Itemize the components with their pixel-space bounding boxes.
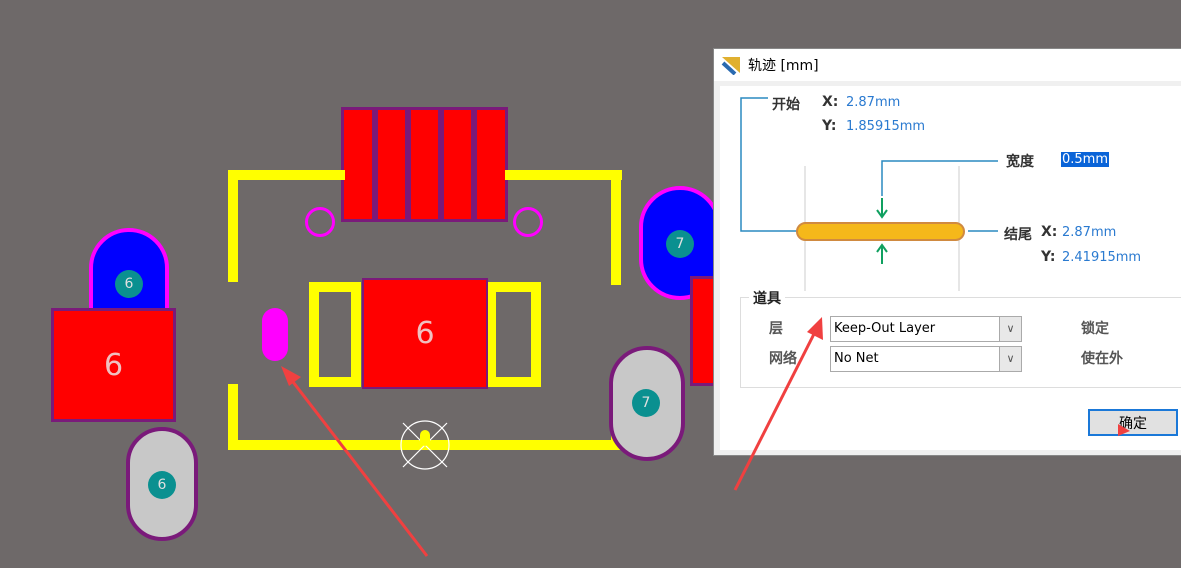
square-pad[interactable] [51,308,176,422]
end-y-label: Y: [1041,249,1056,265]
pcb-canvas[interactable]: 6 6 6 6 7 7 [0,0,721,568]
pad-hole-label: 6 [148,471,176,499]
start-label: 开始 [772,97,800,113]
gray-pad[interactable] [609,346,685,461]
start-y-value[interactable]: 1.85915mm [846,119,926,134]
end-x-label: X: [1041,224,1058,240]
pad[interactable] [378,110,405,219]
origin-crosshair-icon [400,420,450,470]
pad[interactable] [344,110,372,219]
net-label: 网络 [769,351,797,367]
pad-hole-label: 7 [632,389,660,417]
silkscreen-rect [309,282,361,387]
end-y-value[interactable]: 2.41915mm [1062,250,1142,265]
lock-label: 锁定 [1081,321,1109,337]
pad[interactable] [411,110,438,219]
silkscreen-line [228,170,238,282]
layer-label: 层 [769,321,783,337]
silkscreen-line [505,170,622,180]
silkscreen-line [611,170,621,285]
connector-pads [341,107,508,222]
mounting-hole[interactable] [513,207,543,237]
pad-label: 6 [103,347,124,383]
dialog-titlebar[interactable]: 轨迹 [mm] [714,49,1181,81]
dialog-panel: 开始 X: 2.87mm Y: 1.85915mm 宽度 0.5mm 结尾 X:… [720,86,1181,450]
ok-button[interactable]: 确定 [1088,409,1178,436]
track-diagram [740,97,998,291]
chevron-down-icon[interactable]: ∨ [999,317,1021,341]
silkscreen-line [228,384,238,450]
keepout-label: 使在外 [1081,351,1123,367]
net-select[interactable]: No Net ∨ [830,346,1022,372]
pad-hole-label: 6 [115,270,143,298]
start-x-label: X: [822,94,839,110]
start-x-value[interactable]: 2.87mm [846,95,901,110]
properties-group [740,297,1181,388]
pad-label: 6 [415,316,435,351]
silkscreen-line [228,170,345,180]
end-label: 结尾 [1004,227,1032,243]
keepout-track[interactable] [262,308,288,361]
net-value: No Net [834,351,879,366]
dialog-title: 轨迹 [mm] [748,58,819,74]
start-y-label: Y: [822,118,837,134]
center-pad[interactable] [362,278,488,389]
pad[interactable] [444,110,471,219]
silkscreen-rect [486,282,541,387]
pad[interactable] [477,110,505,219]
mounting-hole[interactable] [305,207,335,237]
pad-hole-label: 7 [666,230,694,258]
layer-value: Keep-Out Layer [834,321,936,336]
end-x-value[interactable]: 2.87mm [1062,225,1117,240]
layer-select[interactable]: Keep-Out Layer ∨ [830,316,1022,342]
chevron-down-icon[interactable]: ∨ [999,347,1021,371]
width-input[interactable]: 0.5mm [1061,152,1110,167]
track-icon [721,57,740,75]
width-label: 宽度 [1006,154,1034,170]
track-dialog: 轨迹 [mm] 开始 X: 2.87mm Y: 1.85915mm 宽度 0.5… [713,48,1181,456]
properties-group-label: 道具 [749,288,785,308]
